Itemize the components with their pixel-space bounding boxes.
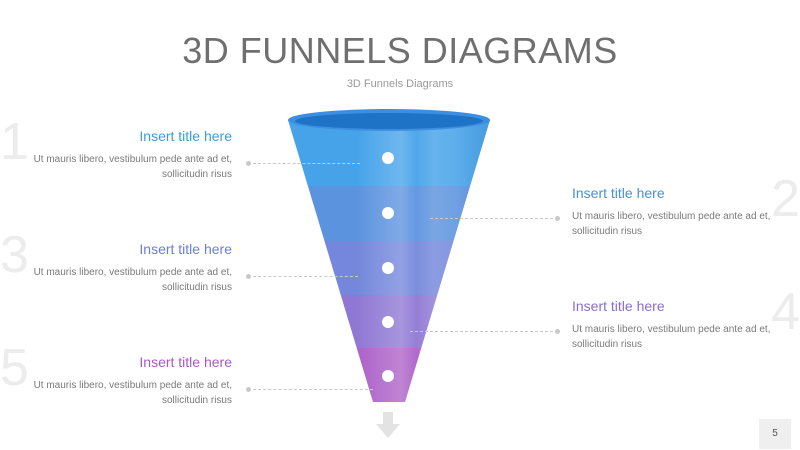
item-body: Ut mauris libero, vestibulum pede ante a… [572, 211, 771, 237]
item-title: Insert title here [572, 185, 665, 201]
slide-title: 3D FUNNELS DIAGRAMS [182, 30, 618, 71]
item-number: 3 [0, 226, 29, 284]
slide-subtitle: 3D Funnels Diagrams [346, 78, 454, 90]
funnel-dot-2 [382, 207, 394, 219]
item-number: 2 [771, 170, 800, 228]
connector-3 [246, 274, 358, 279]
funnel-item-1: 1 Insert title here Ut mauris libero, ve… [0, 116, 232, 182]
item-body: Ut mauris libero, vestibulum pede ante a… [33, 154, 232, 180]
funnel-item-2: 2 Insert title here Ut mauris libero, ve… [572, 173, 800, 239]
funnel-dot-3 [382, 262, 394, 274]
funnel-dot-5 [382, 370, 394, 382]
item-title: Insert title here [139, 128, 232, 144]
funnel-item-5: 5 Insert title here Ut mauris libero, ve… [0, 342, 232, 408]
down-arrow-icon [376, 412, 400, 438]
item-title: Insert title here [139, 354, 232, 370]
item-title: Insert title here [572, 298, 665, 314]
item-body: Ut mauris libero, vestibulum pede ante a… [33, 267, 232, 293]
connector-4 [410, 329, 560, 334]
connector-1 [246, 161, 360, 166]
funnel-item-3: 3 Insert title here Ut mauris libero, ve… [0, 229, 232, 295]
item-number: 1 [0, 113, 29, 171]
connector-5 [246, 387, 373, 392]
connector-2 [430, 216, 560, 221]
item-body: Ut mauris libero, vestibulum pede ante a… [33, 380, 232, 406]
item-number: 5 [0, 339, 29, 397]
funnel-dot-1 [382, 152, 394, 164]
item-body: Ut mauris libero, vestibulum pede ante a… [572, 324, 771, 350]
funnel-dot-4 [382, 316, 394, 328]
funnel-item-4: 4 Insert title here Ut mauris libero, ve… [572, 286, 800, 352]
funnel-opening [295, 113, 483, 129]
page-number: 5 [759, 419, 791, 449]
item-title: Insert title here [139, 241, 232, 257]
item-number: 4 [771, 283, 800, 341]
